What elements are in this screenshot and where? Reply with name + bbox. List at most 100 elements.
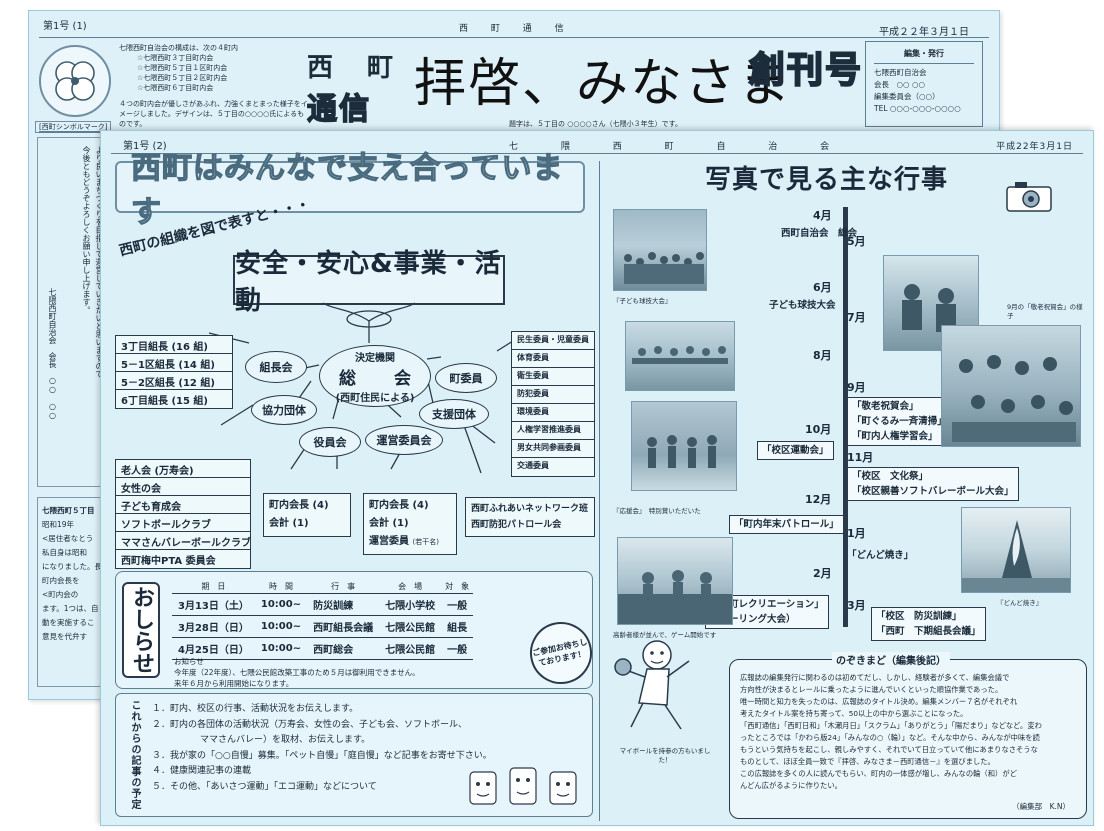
front-page: 第1号 (2) 七 隈 西 町 自 治 会 平成22年3月1日 西町はみんなで支… <box>100 130 1094 826</box>
photo-respect-elders <box>625 321 735 391</box>
event-december: 「町内年末パトロール」 <box>729 515 844 534</box>
column-divider <box>599 161 600 821</box>
intro-item: ☆七隈西町３丁目町内会 <box>137 54 214 62</box>
month-label: 12月 <box>805 493 832 506</box>
event-april: 西町自治会 総会 <box>781 228 858 239</box>
clover-logo-icon <box>39 45 111 117</box>
editors-note: のぞきまど（編集後記） 広報誌の編集発行に関わるのは初めてだし、しかし、経験者が… <box>729 652 1087 819</box>
event-september: 「敬老祝賀会」 「町ぐるみ一斉清掃」 「町内人権学習会」 <box>847 397 952 446</box>
newspaper-characters-icon <box>469 767 577 805</box>
support-groups-node: 支援団体 <box>419 399 489 429</box>
cooperating-groups-list: 老人会 (万寿会) 女性の会 子ども育成会 ソフトボールクラブ ママさんバレーボ… <box>115 459 251 569</box>
back-issue-number: 第1号 (1) <box>43 21 87 32</box>
publisher-chair: 会長 ○○ ○○ <box>874 80 926 89</box>
officers-box: 町内会長 (4) 会計 (1) <box>263 493 351 537</box>
event-june: 子ども球技大会 <box>769 300 836 311</box>
month-label: 10月 <box>805 423 832 436</box>
masthead-nishimachi: 西 町 <box>307 53 398 83</box>
greeting-text: より良いまちづくりを目指して運営していきたいと思いますので、今後ともどうぞよろし… <box>82 146 104 386</box>
back-header-rule <box>39 37 989 38</box>
list-item: １．町内、校区の行事、活動状況をお伝えします。 <box>152 704 359 714</box>
publisher-box: 編集・発行 七隈西町自治会 会長 ○○ ○○ 編集委員会（○○） TEL ○○○… <box>865 41 983 127</box>
support-banner: 西町はみんなで支え合っています <box>115 150 585 231</box>
month-label: 11月 <box>847 451 874 464</box>
headline: 拝啓、みなさま <box>414 54 793 114</box>
photo-elders-party-2 <box>941 325 1081 447</box>
notice-section: おしらせ 期 日 時 間 行 事 会 場 対 象 3月13日（土） 10:00~… <box>115 571 598 690</box>
month-label: 2月 <box>813 567 832 580</box>
list-item: ママさんバレー）を取材、お伝えします。 <box>200 735 371 745</box>
safety-heading-text: 安全・安心&事業・活動 <box>235 249 502 316</box>
month-label: 5月 <box>847 235 866 248</box>
group-leaders-node: 組長会 <box>245 351 307 383</box>
back-date: 平成２２年３月１日 <box>879 27 969 38</box>
safety-heading: 安全・安心&事業・活動 <box>233 249 505 316</box>
front-date: 平成22年3月1日 <box>996 142 1073 152</box>
publisher-head: 編集・発行 <box>904 49 944 58</box>
steering-box: 町内会長 (4) 会計 (1) 運営委員 (若干名) <box>363 493 457 555</box>
steering-committee-node: 運営委員会 <box>365 425 443 455</box>
town-committee-list: 民生委員・児童委員 体育委員 衛生委員 防犯委員 環境委員 人権学習推進委員 男… <box>511 331 595 477</box>
editors-note-text: 広報誌の編集発行に関わるのは初めてだし、しかし、経験者が多くて、編集会議で 方向… <box>740 673 1042 790</box>
event-november: 「校区 文化祭」 「校区親善ソフトバレーボール大会」 <box>847 467 1019 501</box>
intro-item: ☆七隈西町５丁目１区町内会 <box>137 64 228 72</box>
caption-mascot: マイボールを持参の方もいました！ <box>619 747 711 764</box>
support-groups-box: 西町ふれあいネットワーク班 西町防犯パトロール会 <box>465 497 595 537</box>
masthead-title: 西 町 通信 <box>306 47 407 128</box>
list-item: ４．健康関連記事の連載 <box>152 766 252 776</box>
month-label: 4月 <box>813 209 832 222</box>
month-label: 7月 <box>847 311 866 324</box>
intro-item: ☆七隈西町５丁目２区町内会 <box>137 74 228 82</box>
logo-intro: 七隈西町自治会の構成は、次の４町内 ☆七隈西町３丁目町内会 ☆七隈西町５丁目１区… <box>119 43 309 129</box>
upcoming-articles-label: これからの記事の予定 <box>129 700 140 810</box>
general-assembly-node: 決定機関 総 会 (西町住民による) <box>319 345 431 407</box>
publisher-committee: 編集委員会（○○） <box>874 92 940 101</box>
editors-note-signature: （編集部 K.N） <box>1012 802 1070 811</box>
town-history-head: 七隈西町５丁目 <box>42 506 95 515</box>
table-row: 3月28日（日） 10:00~ 西町組長会議 七隈公民館 組長 <box>172 615 474 638</box>
front-header-rule <box>111 153 1083 154</box>
front-header-center: 七 隈 西 町 自 治 会 <box>509 142 850 152</box>
event-january: 「どんど焼き」 <box>847 550 914 561</box>
caption-bonfire: 『どんど焼き』 <box>997 599 1043 607</box>
month-label: 8月 <box>813 349 832 362</box>
banner-text: 西町はみんなで支え合っています <box>130 150 564 230</box>
photo-sports-day <box>631 401 737 491</box>
intro-foot: ４つの町内会が優しさがあふれ、力強くまとまった様子をイメージしました。デザインは… <box>119 100 308 128</box>
notice-note: お知らせ 今年度（22年度）、七隈公民館改築工事のため５月は御利用できません。 … <box>174 657 420 688</box>
caption-kids-ballgame: 『子ども球技大会』 <box>613 297 672 305</box>
month-label: 3月 <box>847 599 866 612</box>
event-march: 「校区 防災訓練」 「西町 下期組長会議」 <box>871 607 986 641</box>
month-label: 1月 <box>847 527 866 540</box>
caption-bowling: 高齢者様が並んで、ゲーム開始です <box>613 631 717 639</box>
intro-head: 七隈西町自治会の構成は、次の４町内 <box>119 44 238 52</box>
event-october: 「校区運動会」 <box>757 441 834 460</box>
front-issue-number: 第1号 (2) <box>123 141 167 152</box>
caption-elders-party: 9月の「敬老祝賀会」の様子 <box>1007 303 1083 320</box>
list-item: ３．我が家の「○○自慢」募集。「ペット自慢」「庭自慢」など記事をお寄せ下さい。 <box>152 750 492 761</box>
table-row: 3月13日（土） 10:00~ 防災訓練 七隈小学校 一般 <box>172 593 474 616</box>
upcoming-articles-list: １．町内、校区の行事、活動状況をお伝えします。 ２．町内の各団体の活動状況（万寿… <box>152 702 492 795</box>
month-label: 6月 <box>813 281 832 294</box>
cooperating-groups-node: 協力団体 <box>251 395 317 425</box>
notice-label: おしらせ <box>122 582 160 678</box>
photo-bonfire <box>961 507 1071 593</box>
list-item: ２．町内の各団体の活動状況（万寿会、女性の会、子ども会、ソフトボール、 <box>152 719 468 730</box>
title-credit-note: 題字は、５丁目の ○○○○さん（七隈小３年生）です。 <box>509 120 682 128</box>
month-label: 9月 <box>847 381 866 394</box>
table-row: 4月25日（日） 10:00~ 西町総会 七隈公民館 一般 <box>172 637 474 660</box>
camera-icon <box>1006 182 1052 212</box>
photo-bowling <box>617 537 733 625</box>
intro-item: ☆七隈西町６丁目町内会 <box>137 84 214 92</box>
back-header-center: 西 町 通 信 <box>459 24 574 34</box>
first-issue-label: 創刊号 <box>748 49 864 92</box>
town-committee-node: 町委員 <box>435 363 497 393</box>
officers-node: 役員会 <box>299 427 361 457</box>
publisher-tel: TEL ○○○-○○○-○○○○ <box>874 104 961 113</box>
greeting-signature: 七隈西町自治会 会長 ○○ ○○ <box>48 288 57 420</box>
caption-cheering: 『応援会』 特別賞いただいた <box>613 507 701 515</box>
table-header-row: 期 日 時 間 行 事 会 場 対 象 <box>172 580 474 594</box>
editors-note-title: のぞきまど（編集後記） <box>832 652 950 667</box>
events-title: 写真で見る主な行事 <box>705 165 949 195</box>
photo-kids-ballgame <box>613 209 707 291</box>
